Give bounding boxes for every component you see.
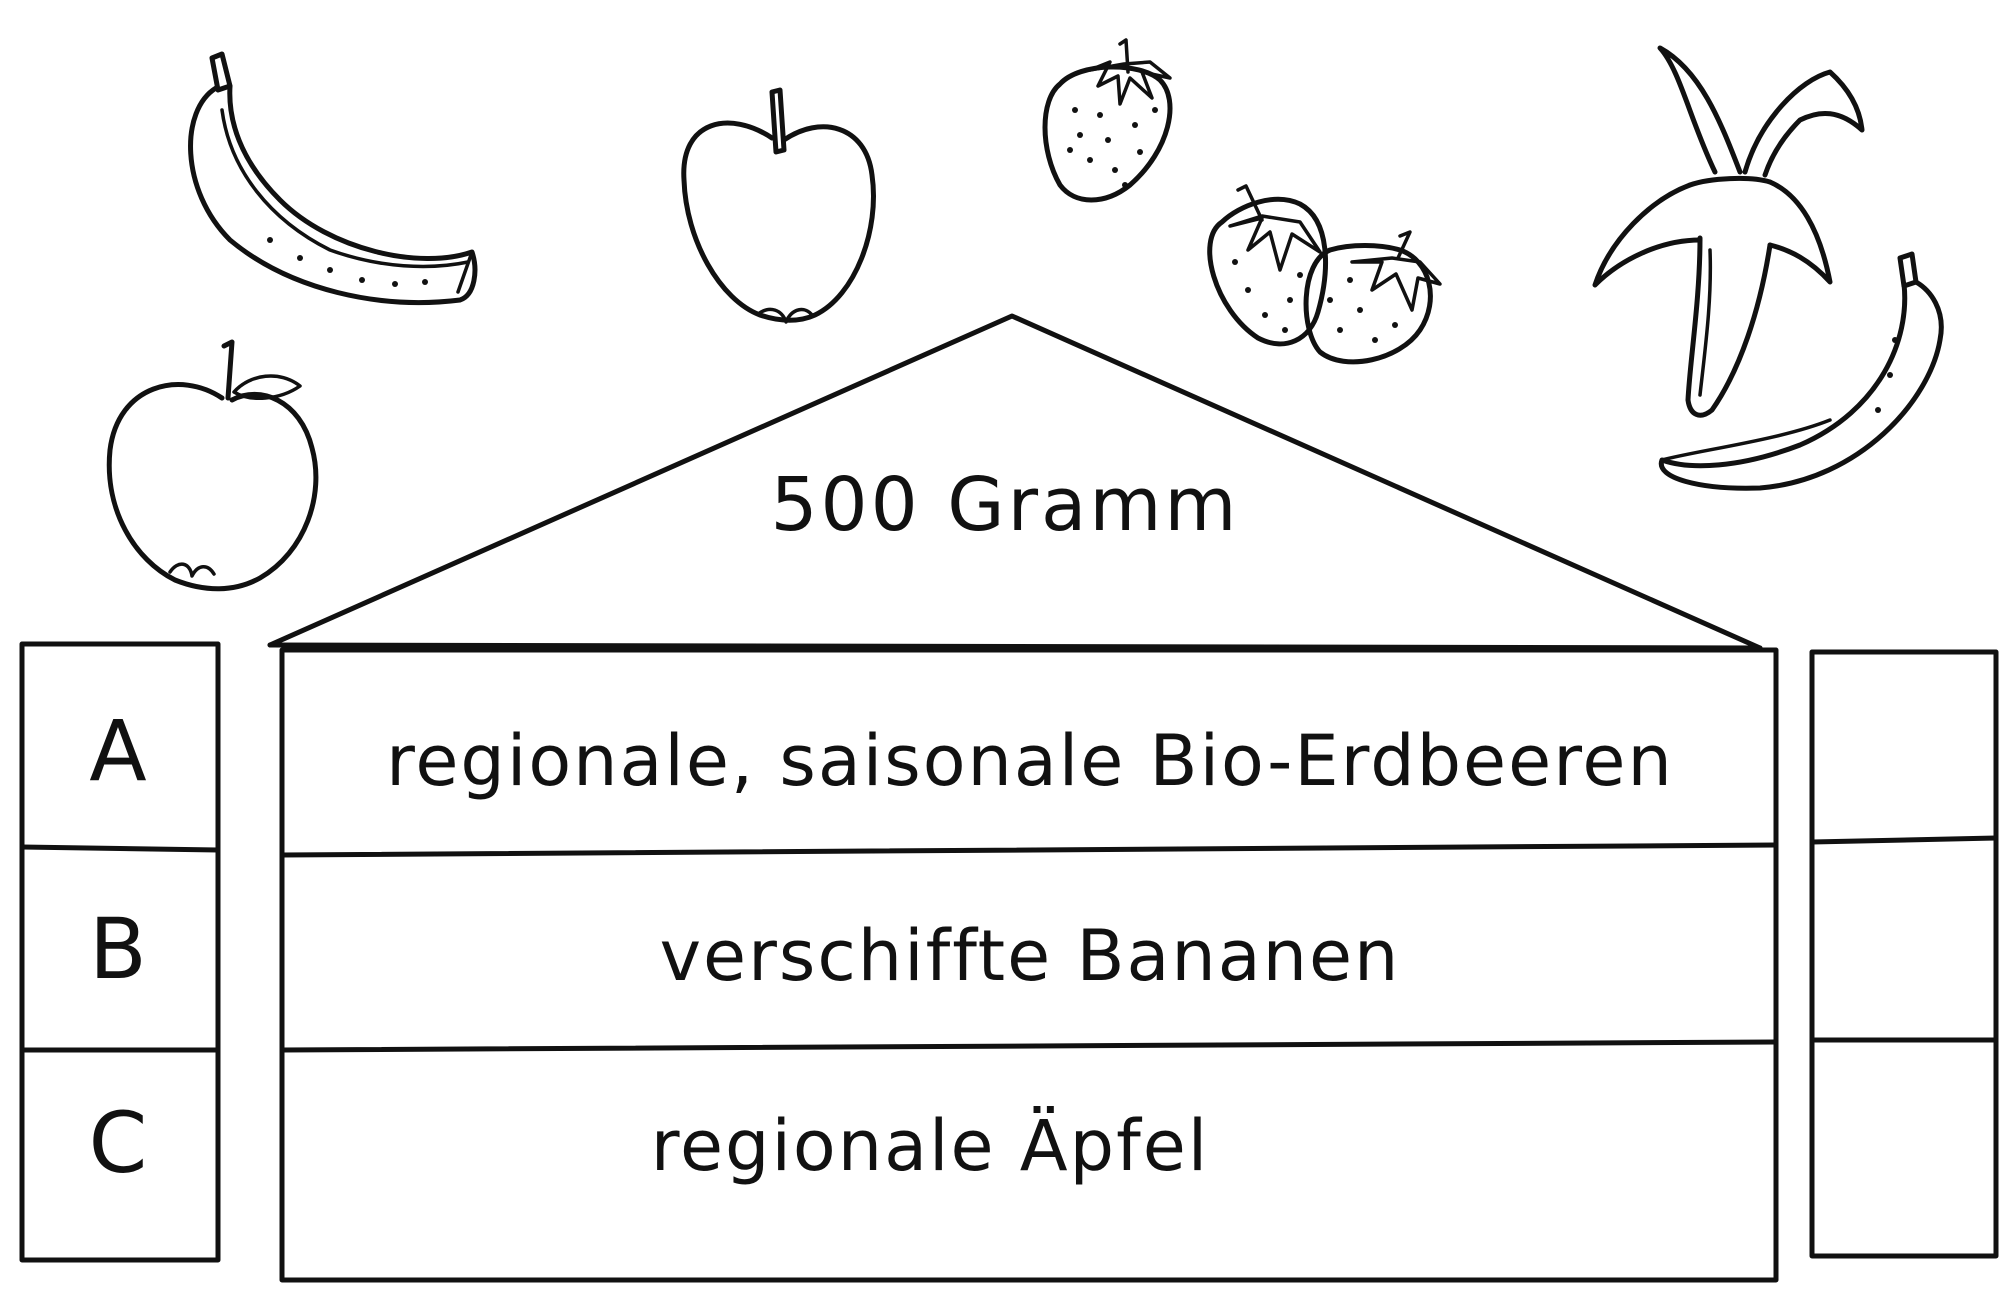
strawberry-icon: [1042, 38, 1173, 203]
answer-column: [1809, 649, 1999, 1259]
banana-icon: [188, 51, 478, 305]
row-c-letter: C: [89, 1094, 148, 1192]
answer-box-b[interactable]: [1816, 846, 1992, 1036]
banana-icon: [1658, 251, 1944, 491]
apple-icon: [681, 87, 876, 324]
answer-box-c[interactable]: [1816, 1044, 1992, 1252]
row-a-letter: A: [89, 702, 146, 800]
apple-icon: [106, 339, 319, 592]
row-b-text: verschiffte Bananen: [660, 915, 1401, 997]
letter-column: [19, 641, 221, 1263]
peeled-banana-icon: [1592, 45, 1865, 418]
strawberry-icon: [1207, 184, 1442, 365]
row-b-letter: B: [89, 900, 147, 998]
answer-box-a[interactable]: [1816, 656, 1992, 838]
row-a-text: regionale, saisonale Bio-Erdbeeren: [386, 720, 1674, 802]
roof-label: 500 Gramm: [770, 462, 1239, 548]
main-table: [279, 647, 1779, 1283]
row-c-text: regionale Äpfel: [651, 1105, 1210, 1187]
